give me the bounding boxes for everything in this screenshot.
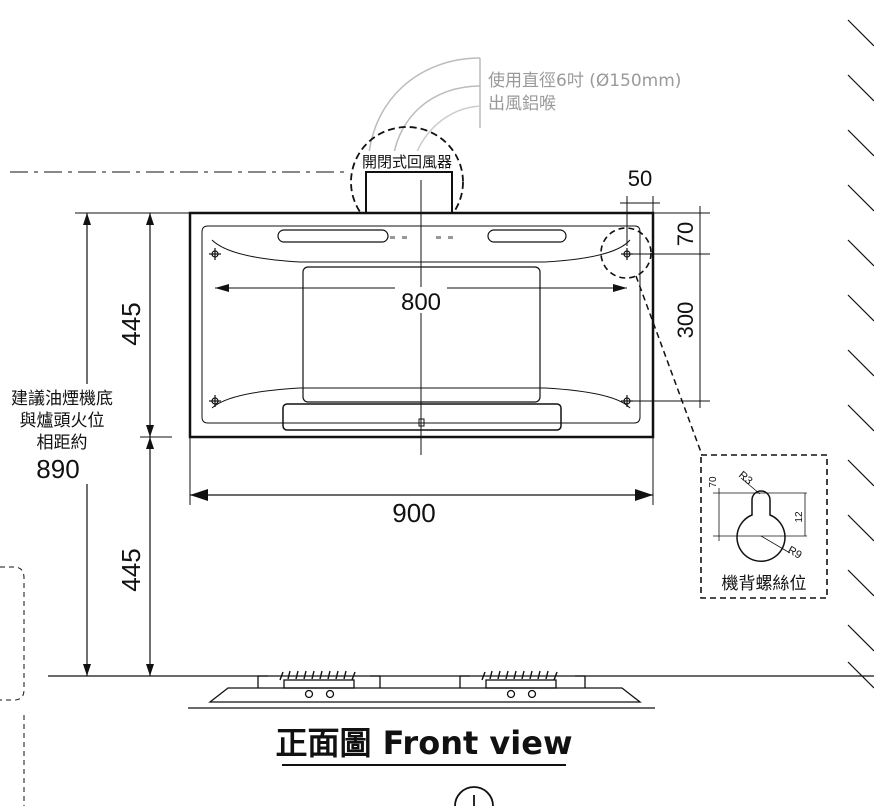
dim-upper-445-label: 445 xyxy=(116,302,146,345)
dim-800-bg xyxy=(395,287,447,313)
note-line1: 建議油煙機底 xyxy=(11,389,113,409)
burner-flames xyxy=(279,670,558,681)
valve-body xyxy=(365,171,453,215)
dim-lower-445-label: 445 xyxy=(116,548,146,591)
hood-inner-curve-top xyxy=(211,239,631,263)
duct-curve xyxy=(367,57,481,171)
light-strip-left xyxy=(277,229,389,243)
screw-detail-circle xyxy=(600,227,652,279)
duct-note-line2: 出風鋁喉 xyxy=(488,94,556,114)
detail-12-label: 12 xyxy=(794,511,805,523)
note-value: 890 xyxy=(36,454,79,484)
dim-900-arrow-right xyxy=(635,489,653,501)
detail-70-label: 70 xyxy=(708,476,719,488)
duct-note-line1: 使用直徑6吋 (Ø150mm) xyxy=(488,70,681,91)
left-dashed-edge xyxy=(0,566,25,701)
detail-r3-leader xyxy=(740,477,761,495)
control-buttons xyxy=(390,236,453,239)
dim-800-label: 800 xyxy=(401,289,441,316)
dim-900-label: 900 xyxy=(392,498,435,528)
valve-label-bg xyxy=(361,151,455,171)
leader-line xyxy=(635,275,703,456)
light-strip-right xyxy=(487,229,567,243)
valve-label: 開閉式回風器 xyxy=(362,153,452,171)
dim-70-label: 70 xyxy=(673,222,698,246)
page-title: 正面圖 Front view xyxy=(275,724,572,762)
dim-800-arrow-left xyxy=(215,284,229,292)
wall-hatching xyxy=(847,19,874,689)
front-bar xyxy=(282,403,562,431)
dim-inner-arrow-bottom xyxy=(146,664,154,676)
note-bg xyxy=(0,384,122,484)
dim-outer-arrow-bottom xyxy=(83,664,91,676)
detail-box xyxy=(700,454,828,599)
dim-300-label: 300 xyxy=(673,302,698,339)
hood-inner-curve-bottom xyxy=(211,387,631,409)
note-line3: 相距約 xyxy=(37,433,88,453)
dim-800-arrow-right xyxy=(613,284,627,292)
valve-circle xyxy=(350,126,464,238)
dim-outer-arrow-top xyxy=(83,213,91,225)
detail-label: 機背螺絲位 xyxy=(722,574,807,594)
dim-inner-arrow-top xyxy=(146,213,154,225)
screw-marks xyxy=(209,248,633,407)
dim-50-label: 50 xyxy=(628,166,652,191)
hood-inner-panel xyxy=(201,225,641,424)
detail-r9-leader xyxy=(760,535,791,554)
dim-900-arrow-left xyxy=(190,489,208,501)
note-line2: 與爐頭火位 xyxy=(20,411,105,431)
dim-inner-arrow-mid-down xyxy=(146,437,154,449)
keyhole-icon xyxy=(736,490,786,562)
dim-inner-arrow-mid-up xyxy=(146,425,154,437)
bottom-partial-icon xyxy=(454,786,494,806)
cooktop xyxy=(188,675,655,709)
